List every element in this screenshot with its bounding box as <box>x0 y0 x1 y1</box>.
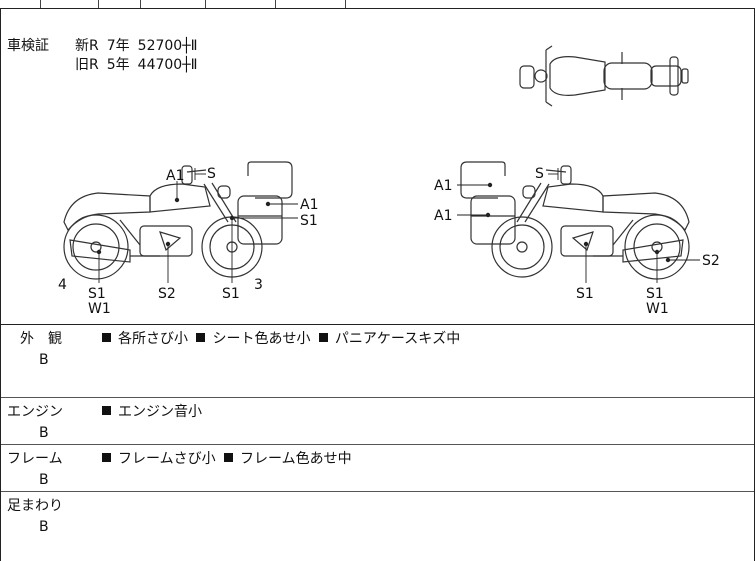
motorcycle-diagram: A1 S A1 S1 4 S1 W1 S2 S1 3 A1 A1 S S2 S1… <box>58 45 720 317</box>
callout-label: S2 <box>702 253 720 269</box>
bullet-square-icon <box>196 333 206 342</box>
section-suspension: 足まわり B <box>0 491 755 561</box>
section-engine: エンジン B エンジン音小 <box>0 397 755 445</box>
column-divider <box>345 0 346 8</box>
shaken-type: 旧R <box>75 57 99 73</box>
shaken-fee: 44700┼Ⅱ <box>137 57 198 73</box>
section-grade: B <box>39 425 49 441</box>
shaken-row-old: 旧R 5年 44700┼Ⅱ <box>75 55 206 75</box>
callout-label: S1 <box>300 213 318 229</box>
callout-label: A1 <box>434 208 452 224</box>
shaken-fee: 52700┼Ⅱ <box>137 38 198 54</box>
shaken-row-new: 新R 7年 52700┼Ⅱ <box>75 36 206 56</box>
column-divider <box>40 0 41 8</box>
remark-item: 各所さび小 <box>102 331 188 347</box>
shaken-years: 7年 <box>106 38 130 54</box>
section-items: エンジン音小 <box>102 401 206 421</box>
callout-label: A1 <box>434 178 452 194</box>
position-label: W1 <box>646 301 669 317</box>
remark-item: パニアケースキズ中 <box>318 331 460 347</box>
position-label: S1 <box>646 286 664 302</box>
remark-item: フレームさび小 <box>102 451 216 467</box>
section-grade: B <box>39 472 49 488</box>
column-divider <box>275 0 276 8</box>
shaken-years: 5年 <box>106 57 130 73</box>
section-frame: フレーム B フレームさび小 フレーム色あせ中 <box>0 444 755 492</box>
position-label: S1 <box>576 286 594 302</box>
header-strip <box>0 0 754 9</box>
section-name: 外 観 <box>20 331 62 347</box>
section-items: フレームさび小 フレーム色あせ中 <box>102 448 356 468</box>
position-label: W1 <box>88 301 111 317</box>
callout-label: A1 <box>166 168 184 184</box>
shaken-label: 車検証 <box>7 38 49 54</box>
bullet-square-icon <box>102 453 111 462</box>
bullet-square-icon <box>224 453 234 462</box>
top-view-motorcycle-icon <box>519 45 689 107</box>
remark-item: シート色あせ小 <box>196 331 310 347</box>
position-label: S1 <box>88 286 106 302</box>
column-divider <box>140 0 141 8</box>
position-label: S2 <box>158 286 176 302</box>
column-divider <box>98 0 99 8</box>
bullet-square-icon <box>102 333 111 342</box>
section-grade: B <box>39 519 49 535</box>
section-name: フレーム <box>7 451 63 467</box>
position-label: 4 <box>58 277 67 293</box>
position-label: S1 <box>222 286 240 302</box>
remark-item: フレーム色あせ中 <box>224 451 352 467</box>
section-grade: B <box>39 352 49 368</box>
remark-item: エンジン音小 <box>102 404 202 420</box>
bullet-square-icon <box>102 406 111 415</box>
callout-label: A1 <box>300 197 318 213</box>
section-name: 足まわり <box>7 498 63 514</box>
bullet-square-icon <box>318 333 328 342</box>
callout-label: S <box>535 166 544 182</box>
section-exterior: 外 観 B 各所さび小 シート色あせ小 パニアケースキズ中 <box>0 324 755 398</box>
section-items: 各所さび小 シート色あせ小 パニアケースキズ中 <box>102 328 464 348</box>
section-name: エンジン <box>7 404 63 420</box>
shaken-type: 新R <box>75 38 99 54</box>
damage-diagram-panel: 車検証 新R 7年 52700┼Ⅱ 旧R 5年 44700┼Ⅱ <box>0 8 755 325</box>
position-label: 3 <box>254 277 263 293</box>
callout-label: S <box>207 166 216 182</box>
right-side-motorcycle-icon <box>460 161 690 280</box>
column-divider <box>205 0 206 8</box>
